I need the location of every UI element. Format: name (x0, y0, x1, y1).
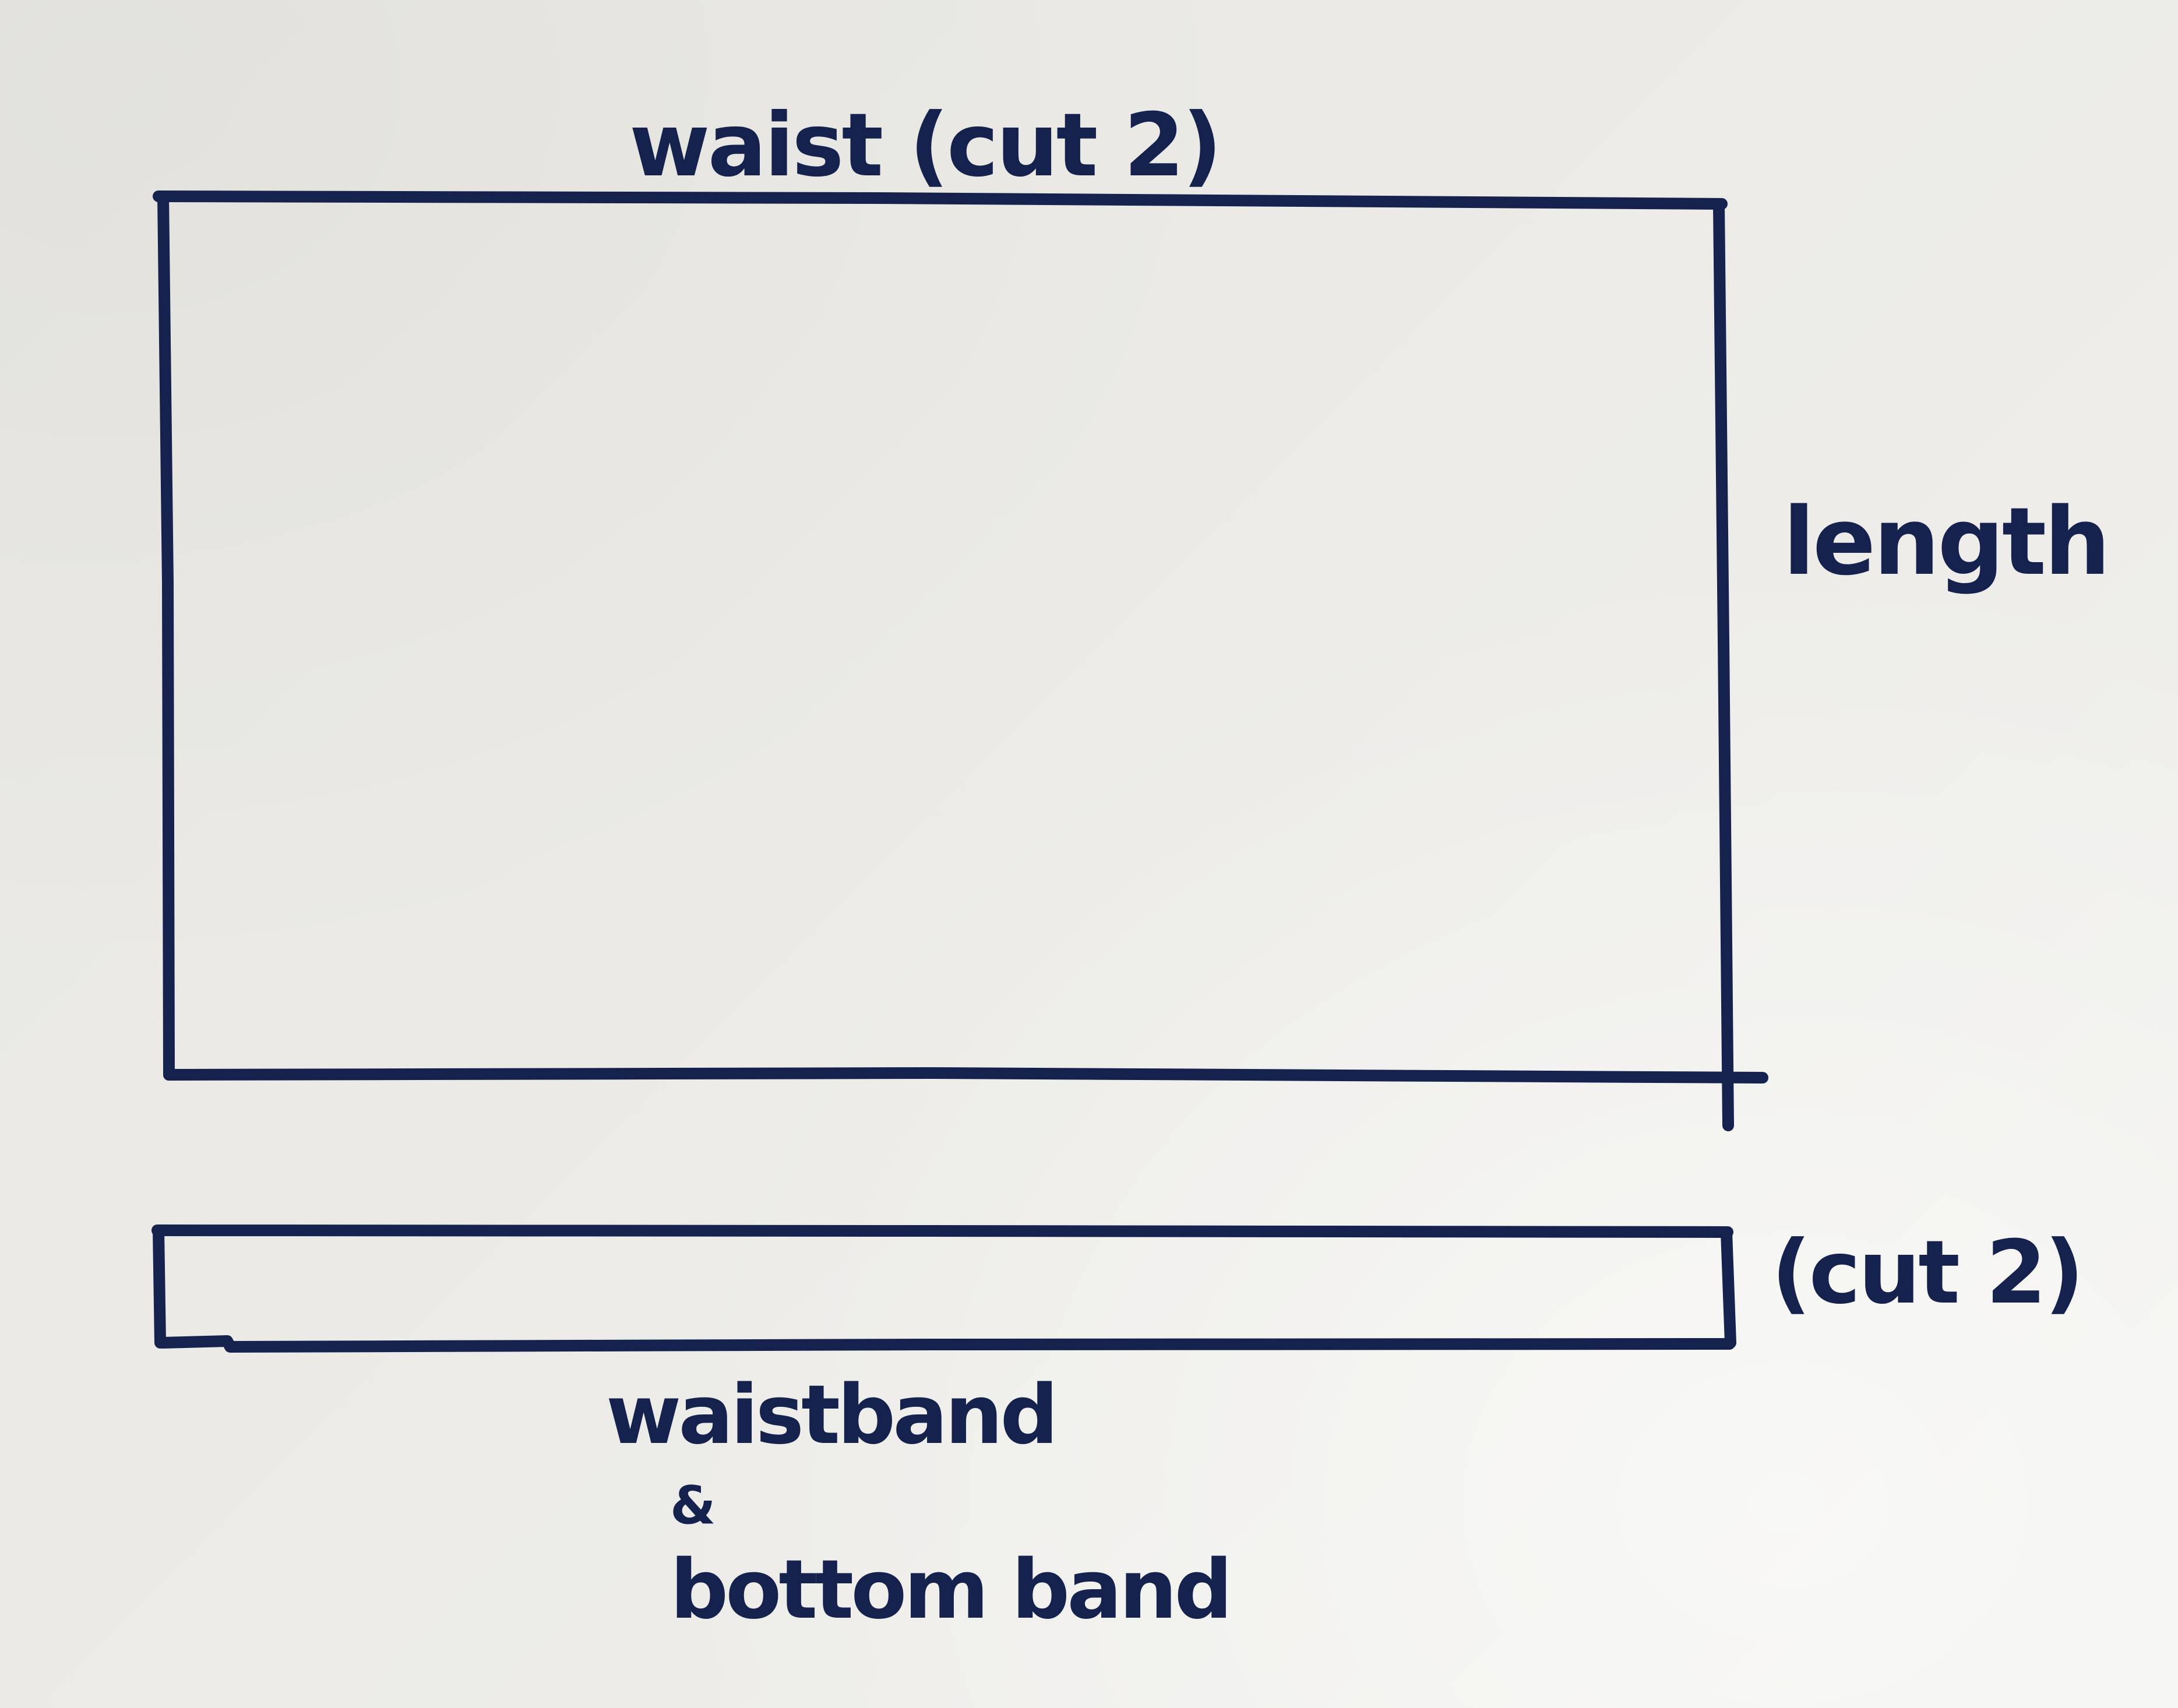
main-piece-bottom-edge (163, 1067, 1768, 1084)
length-label: length (1783, 487, 2110, 596)
ampersand-label: & (670, 1475, 716, 1536)
band-name-label: waistband & bottom band (594, 1375, 1235, 1631)
band-top-edge (151, 1224, 1733, 1238)
main-piece-left-edge (157, 190, 175, 1081)
band-cut-label: (cut 2) (1771, 1222, 2084, 1324)
band-pattern-piece (151, 1224, 1736, 1353)
main-pattern-piece (153, 190, 1768, 1131)
band-right-edge (1721, 1226, 1736, 1349)
band-bottom-edge (157, 1335, 1735, 1353)
band-left-edge (153, 1224, 166, 1349)
bottom-band-label: bottom band (670, 1543, 1233, 1638)
main-piece-top-edge (153, 190, 1728, 210)
main-piece-right-edge (1713, 199, 1734, 1131)
waist-label: waist (cut 2) (629, 95, 1222, 196)
waistband-label: waistband (606, 1368, 1059, 1463)
